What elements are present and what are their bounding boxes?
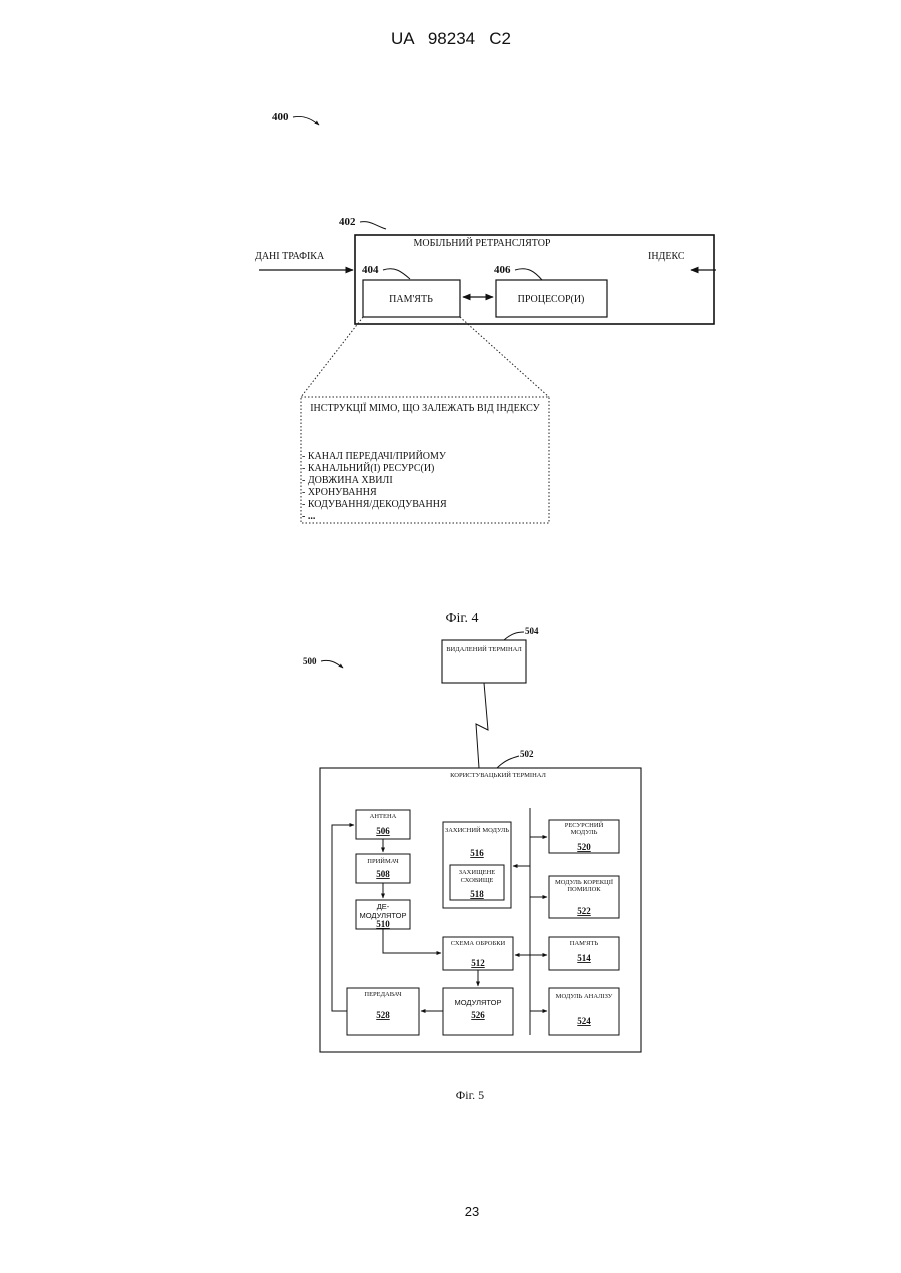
security-module-label: ЗАХИСНИЙ МОДУЛЬ [445,826,509,834]
instruction-item: - КАНАЛЬНИЙ(І) РЕСУРС(И) [302,462,434,474]
ref-402-leader [360,222,386,229]
instructions-title: ІНСТРУКЦІЇ МІМО, ЩО ЗАЛЕЖАТЬ ВІД ІНДЕКСУ [310,402,540,414]
security-module-num: 516 [470,848,484,858]
instruction-item: - ХРОНУВАННЯ [302,487,377,498]
memory-label: ПАМ'ЯТЬ [389,294,433,305]
instructions-list: - КАНАЛ ПЕРЕДАЧІ/ПРИЙОМУ - КАНАЛЬНИЙ(І) … [302,450,447,522]
resource-module-num: 520 [577,842,591,852]
ref-504: 504 [525,626,539,636]
error-correction-label: МОДУЛЬ КОРЕКЦІЇ [555,879,613,886]
ref-404: 404 [362,264,379,276]
antenna-num: 506 [376,826,390,836]
remote-terminal-label: ВИДАЛЕНИЙ ТЕРМІНАЛ [446,645,522,653]
transmitter-label: ПЕРЕДАВАЧ [364,991,402,998]
demodulator-num: 510 [376,919,390,929]
resource-module-label: МОДУЛЬ [571,829,598,836]
secure-storage-num: 518 [470,889,484,899]
page-number: 23 [465,1204,479,1219]
ref-402: 402 [339,216,356,228]
error-correction-label: ПОМИЛОК [567,886,601,893]
instruction-item: - КОДУВАННЯ/ДЕКОДУВАННЯ [302,499,447,510]
mobile-relay-title: МОБІЛЬНИЙ РЕТРАНСЛЯТОР [413,237,550,249]
analysis-module-num: 524 [577,1016,591,1026]
analysis-module-label: МОДУЛЬ АНАЛІЗУ [556,993,613,1000]
instruction-item: - ... [302,511,316,522]
zoom-line-left [301,317,363,397]
figure-4-caption: Фіг. 4 [445,611,478,626]
receiver-num: 508 [376,869,390,879]
ref-502: 502 [520,749,534,759]
zoom-line-right [460,317,549,397]
wireless-link-icon [476,683,488,768]
resource-module-label: РЕСУРСНИЙ [565,821,604,829]
publication-number: UA 98234 C2 [391,29,511,48]
processing-circuit-num: 512 [471,958,485,968]
ref-400: 400 [272,111,289,123]
error-correction-num: 522 [577,906,591,916]
ref-400-arrow [293,116,319,125]
ref-406: 406 [494,264,511,276]
secure-storage-label: ЗАХИЩЕНЕ [459,869,496,876]
figure-4: 400 402 МОБІЛЬНИЙ РЕТРАНСЛЯТОР 404 ПАМ'Я… [255,111,716,626]
modulator-num: 526 [471,1010,485,1020]
user-terminal-label: КОРИСТУВАЦЬКИЙ ТЕРМІНАЛ [450,771,546,779]
processing-circuit-label: СХЕМА ОБРОБКИ [451,940,506,947]
processor-label: ПРОЦЕСОР(И) [518,294,585,305]
instruction-item: - ДОВЖИНА ХВИЛІ [302,475,393,486]
transmitter-num: 528 [376,1010,390,1020]
figure-5-caption: Фіг. 5 [456,1088,484,1102]
ref-500: 500 [303,656,317,666]
ref-504-leader [504,632,524,640]
secure-storage-label: СХОВИЩЕ [461,877,494,884]
antenna-label: АНТЕНА [370,813,397,820]
demodulator-label: ДЕ- [377,902,390,911]
traffic-data-label: ДАНІ ТРАФІКА [255,251,325,262]
ref-500-arrow [321,660,343,668]
receiver-label: ПРИЙМАЧ [367,857,399,865]
index-label: ІНДЕКС [648,251,685,262]
figure-5: 500 504 ВИДАЛЕНИЙ ТЕРМІНАЛ 502 КОРИСТУВА… [303,626,641,1102]
ref-502-leader [497,756,519,768]
modulator-label: МОДУЛЯТОР [454,998,501,1007]
instruction-item: - КАНАЛ ПЕРЕДАЧІ/ПРИЙОМУ [302,450,447,462]
memory-module-label: ПАМ'ЯТЬ [570,940,599,947]
memory-module-num: 514 [577,953,591,963]
